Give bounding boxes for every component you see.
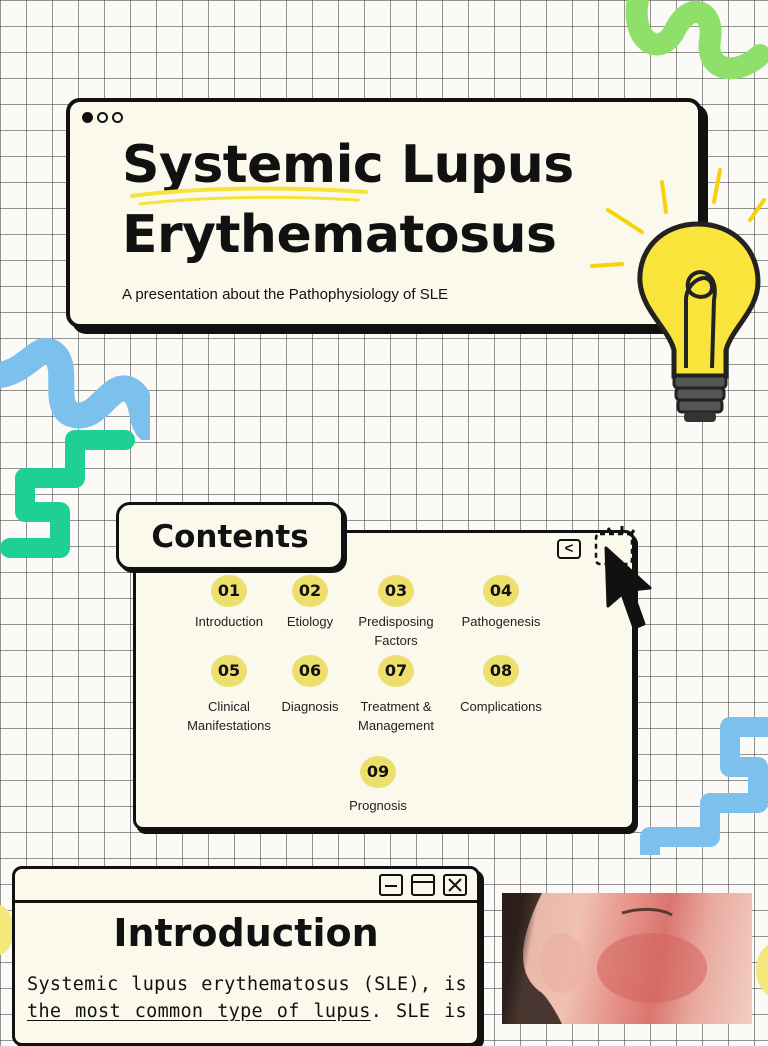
toc-label: Predisposing Factors [358,614,434,648]
toc-item-03[interactable]: 03 Predisposing Factors [341,575,451,650]
green-squiggle-decoration [625,0,768,80]
minimize-icon[interactable] [379,874,403,896]
intro-text-link: the most common type of lupus [27,1001,371,1022]
toc-item-08[interactable]: 08 Complications [446,655,556,716]
toc-number: 02 [292,575,328,607]
blue-zigzag-decoration [640,717,768,855]
page-title: Systemic Lupus Erythematosus [122,130,574,270]
toc-item-06[interactable]: 06 Diagnosis [255,655,365,716]
title-line-1: Systemic Lupus [122,135,574,195]
toc-item-02[interactable]: 02 Etiology [255,575,365,631]
intro-text-part2: . SLE is [370,1001,467,1022]
toc-number: 06 [292,655,328,687]
toc-number: 03 [378,575,414,607]
introduction-window: Introduction Systemic lupus erythematosu… [12,866,480,1046]
toc-item-01[interactable]: 01 Introduction [174,575,284,631]
toc-label: Prognosis [349,798,407,813]
toc-label: Treatment & Management [358,699,434,733]
introduction-text: Systemic lupus erythematosus (SLE), is t… [27,971,467,1025]
toc-number: 09 [360,756,396,788]
window-titlebar [15,869,477,903]
toc-label: Diagnosis [281,699,339,714]
close-icon[interactable] [443,874,467,896]
maximize-icon[interactable] [411,874,435,896]
cursor-click-icon[interactable] [588,526,658,634]
toc-label: Clinical Manifestations [187,699,271,733]
toc-item-05[interactable]: 05 Clinical Manifestations [174,655,284,735]
blue-squiggle-decoration [0,338,150,440]
title-line-2: Erythematosus [122,205,557,265]
toc-number: 01 [211,575,247,607]
yellow-blob-right-decoration [756,945,768,995]
back-arrow-icon[interactable]: < [557,539,581,559]
toc-label: Complications [460,699,542,714]
teal-squiggle-decoration [0,430,135,558]
toc-number: 07 [378,655,414,687]
toc-number: 05 [211,655,247,687]
intro-text-part1: Systemic lupus erythematosus (SLE), is [27,974,467,995]
toc-label: Etiology [286,614,334,629]
window-dots-icon [82,112,123,123]
contents-heading: Contents [151,519,309,555]
toc-number: 08 [483,655,519,687]
subtitle: A presentation about the Pathophysiology… [122,286,449,303]
lightbulb-icon [590,168,766,422]
toc-label: Pathogenesis [461,614,541,629]
toc-item-07[interactable]: 07 Treatment & Management [341,655,451,735]
toc-number: 04 [483,575,519,607]
yellow-blob-decoration [0,905,14,955]
toc-item-09[interactable]: 09 Prognosis [323,756,433,815]
introduction-heading: Introduction [113,911,379,955]
title-underline-decoration [130,186,368,206]
title-card: Systemic Lupus Erythematosus A presentat… [66,98,702,328]
contents-tab: Contents [116,502,344,570]
toc-label: Introduction [195,614,263,629]
lupus-rash-photo [502,893,752,1024]
toc-item-04[interactable]: 04 Pathogenesis [446,575,556,631]
